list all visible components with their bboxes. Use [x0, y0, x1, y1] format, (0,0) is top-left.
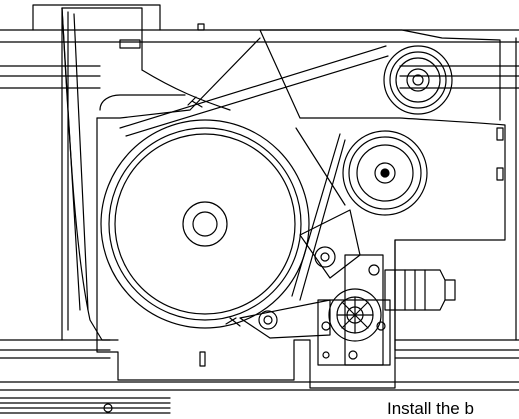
- blower-housing: [61, 7, 231, 341]
- mounting-plate: [96, 29, 506, 389]
- tensioner-arm: [225, 209, 361, 339]
- large-pulley: [100, 119, 310, 329]
- middle-pulley: [342, 130, 428, 216]
- top-idler-pulley: [383, 45, 453, 115]
- frame-rails: [0, 4, 519, 414]
- instruction-caption: Install the b: [387, 399, 474, 418]
- drive-belt: [119, 45, 389, 301]
- motor-assembly: [317, 254, 456, 366]
- fittings: [103, 23, 206, 413]
